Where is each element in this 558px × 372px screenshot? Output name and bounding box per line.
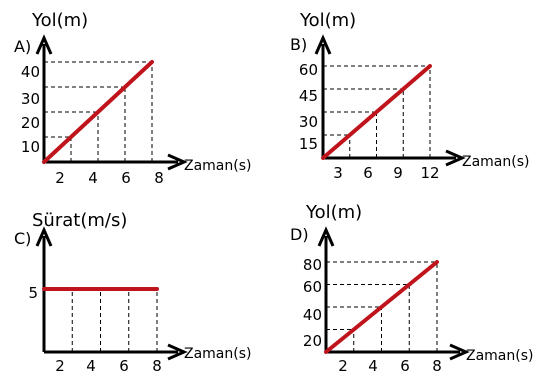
y-axis: [314, 34, 332, 158]
x-axis: [44, 343, 188, 361]
y-tick: 45: [299, 87, 318, 105]
y-axis: [35, 34, 53, 162]
y-tick: 60: [303, 278, 322, 296]
series-line: [42, 60, 154, 164]
x-axis: [326, 343, 470, 361]
x-tick: 2: [55, 169, 65, 187]
panel-label: A): [14, 37, 31, 56]
x-tick: 6: [121, 169, 131, 187]
y-tick: 10: [21, 138, 40, 156]
guide-lines: [326, 261, 438, 352]
x-axis-label: Zaman(s): [184, 346, 251, 362]
chart-d: D) Yol(m) Zaman(s) 2 4 6 8 20 40 60 80: [290, 202, 533, 372]
x-tick: 12: [420, 164, 439, 182]
y-axis: [35, 226, 53, 352]
y-tick: 30: [21, 90, 40, 108]
chart-a: A) Yol(m) Zaman(s) 2 4 6 8 10 20 30 40: [14, 10, 251, 187]
y-tick: 20: [21, 114, 40, 132]
panel-label: C): [14, 229, 31, 248]
series-line: [324, 260, 439, 354]
x-tick: 6: [363, 164, 373, 182]
x-axis-label: Zaman(s): [184, 158, 251, 174]
guide-lines: [323, 65, 431, 158]
x-tick: 6: [119, 357, 129, 372]
x-tick: 4: [86, 357, 96, 372]
chart-b: B) Yol(m) Zaman(s) 3 6 9 12 15 30 45 60: [290, 10, 529, 182]
y-axis-label: Sürat(m/s): [32, 210, 127, 231]
y-tick: 20: [303, 332, 322, 350]
x-tick: 2: [55, 357, 65, 372]
y-axis: [317, 226, 335, 352]
x-axis: [323, 149, 466, 167]
y-tick: 15: [299, 135, 318, 153]
y-tick: 60: [299, 61, 318, 79]
panel-label: D): [290, 225, 309, 244]
x-tick: 6: [400, 357, 410, 372]
x-tick: 8: [152, 357, 162, 372]
y-axis-label: Yol(m): [305, 202, 362, 223]
x-axis-label: Zaman(s): [466, 348, 533, 364]
y-tick: 40: [21, 63, 40, 81]
y-tick: 30: [299, 113, 318, 131]
panel-label: B): [290, 35, 307, 54]
y-axis-label: Yol(m): [299, 10, 356, 31]
x-axis-label: Zaman(s): [462, 154, 529, 170]
series-line: [321, 64, 432, 160]
y-tick: 5: [28, 284, 38, 302]
x-tick: 8: [432, 357, 442, 372]
x-tick: 8: [154, 169, 164, 187]
x-tick: 4: [88, 169, 98, 187]
x-tick: 3: [333, 164, 343, 182]
x-tick: 9: [393, 164, 403, 182]
y-tick: 80: [303, 256, 322, 274]
guide-lines: [44, 61, 153, 162]
x-tick: 4: [368, 357, 378, 372]
x-tick: 2: [338, 357, 348, 372]
y-axis-label: Yol(m): [31, 10, 88, 31]
x-axis: [44, 153, 188, 171]
y-tick: 40: [303, 306, 322, 324]
chart-c: C) Sürat(m/s) Zaman(s) 2 4 6 8 5: [14, 210, 251, 372]
guide-lines: [44, 288, 158, 352]
